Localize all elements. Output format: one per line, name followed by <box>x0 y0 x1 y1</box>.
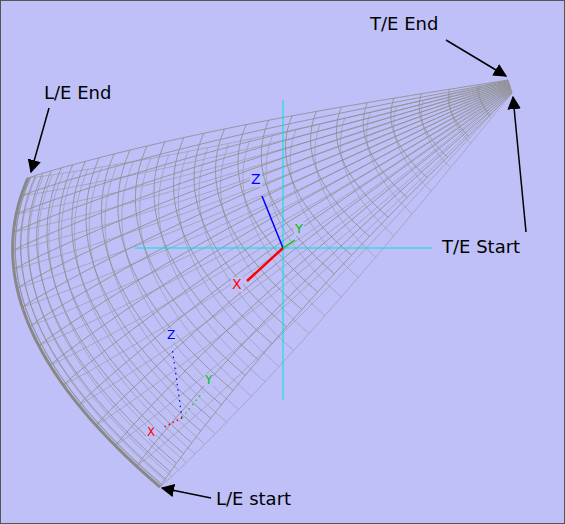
mesh-line <box>178 151 279 366</box>
mesh-line <box>59 165 192 443</box>
y-axis <box>182 392 203 418</box>
mesh-line <box>96 91 511 426</box>
mesh-line <box>154 142 258 360</box>
x-axis <box>247 248 283 281</box>
leader-arrow <box>31 108 49 172</box>
mesh-line <box>17 85 509 288</box>
mesh-line <box>86 158 211 419</box>
mesh-line <box>115 91 511 445</box>
mesh-line <box>337 107 389 217</box>
mesh-line <box>478 85 490 115</box>
callout-label: L/E start <box>216 489 291 509</box>
axis-label: X <box>231 277 243 292</box>
mesh-line <box>37 171 177 464</box>
axis-label: Y <box>204 374 213 387</box>
mesh-line <box>39 87 510 345</box>
mesh-line <box>22 86 509 307</box>
mesh-line <box>266 134 341 297</box>
wireframe-mesh <box>13 80 512 487</box>
mesh-line <box>137 92 512 466</box>
y-axis <box>283 240 295 248</box>
mesh-line <box>160 93 512 487</box>
mesh-line <box>137 92 512 466</box>
mesh-line <box>311 111 370 236</box>
callout-label: L/E End <box>44 83 111 103</box>
mesh-line <box>118 150 233 390</box>
leading-edge <box>13 178 160 487</box>
mesh-line <box>47 168 184 454</box>
mesh-line <box>72 161 201 431</box>
mesh-line <box>194 133 287 327</box>
callout-label: T/E End <box>370 14 438 34</box>
mesh-line <box>135 146 245 375</box>
mesh-line <box>13 83 509 250</box>
axis-label: X <box>146 426 156 439</box>
mesh-line <box>174 138 273 344</box>
z-axis <box>262 196 283 248</box>
mesh-line <box>508 80 512 93</box>
mesh-line <box>160 93 512 487</box>
mesh-line <box>17 85 509 288</box>
leader-arrow <box>513 97 526 232</box>
mesh-line <box>21 177 166 482</box>
mesh-line <box>261 120 334 274</box>
mesh-line <box>363 103 407 198</box>
axis-label: Z <box>250 172 262 187</box>
axis-label: Y <box>294 222 304 236</box>
callout-label: T/E Start <box>442 237 520 257</box>
z-axis <box>172 347 182 418</box>
mesh-line <box>238 125 318 292</box>
mesh-line <box>13 83 509 250</box>
x-axis <box>162 418 182 428</box>
mesh-line <box>105 164 227 422</box>
mesh-line <box>286 116 352 255</box>
mesh-line <box>448 89 468 136</box>
mesh-line <box>28 80 508 178</box>
mesh-line <box>22 86 509 307</box>
mesh-line <box>159 155 265 382</box>
leader-arrow <box>446 40 506 76</box>
mesh-line <box>391 98 427 177</box>
mesh-layer <box>13 80 512 487</box>
mesh-line <box>216 129 302 310</box>
leader-arrow <box>162 488 211 498</box>
mesh-line <box>50 88 510 365</box>
mesh-line <box>16 82 508 214</box>
mesh-line <box>101 154 221 405</box>
mesh-layer <box>13 80 512 487</box>
mesh-line <box>419 94 447 157</box>
axis-label: Z <box>166 329 176 342</box>
